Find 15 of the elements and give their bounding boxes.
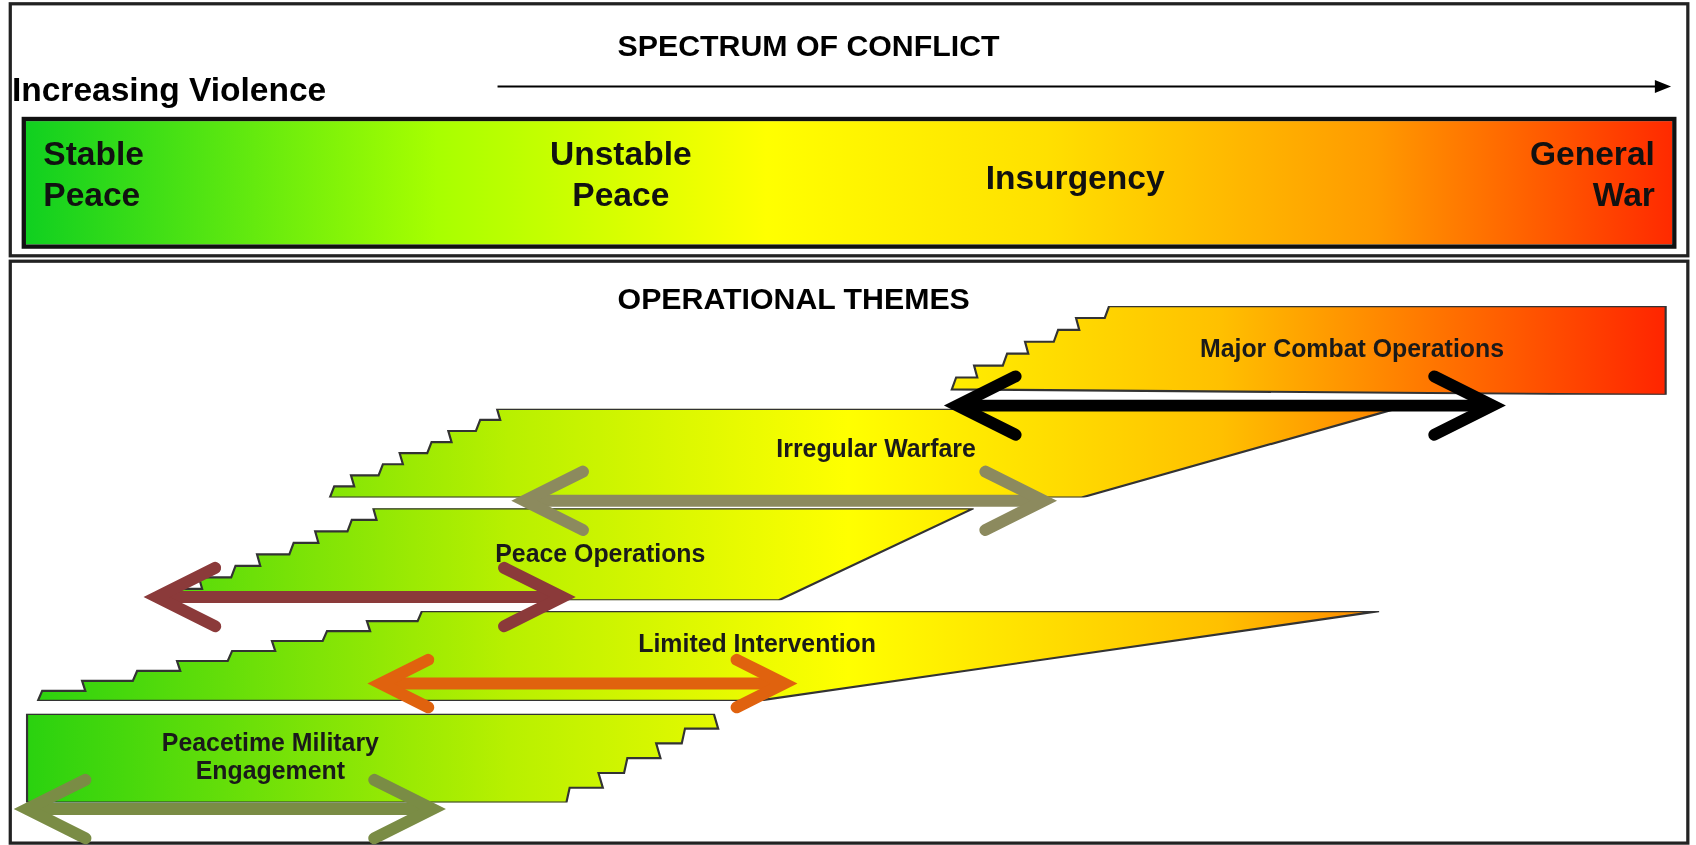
theme-label: Peace Operations — [494, 539, 707, 569]
spectrum-label: Stable Peace — [43, 134, 145, 215]
spectrum-label: Insurgency — [984, 158, 1166, 199]
panel — [8, 2, 1690, 258]
spectrum-label: Unstable Peace — [549, 134, 693, 215]
theme-label: Peacetime Military Engagement — [160, 728, 380, 786]
axis-label: Increasing Violence — [11, 70, 327, 110]
theme-label: Limited Intervention — [637, 629, 877, 658]
spectrum-label: General War — [1528, 134, 1655, 215]
theme-label: Irregular Warfare — [775, 434, 977, 464]
panel-heading: OPERATIONAL THEMES — [617, 282, 970, 317]
theme-label: Major Combat Operations — [1198, 334, 1506, 363]
panel-heading: SPECTRUM OF CONFLICT — [617, 29, 1000, 64]
panel — [8, 259, 1690, 845]
gradient-bar — [21, 116, 1677, 249]
